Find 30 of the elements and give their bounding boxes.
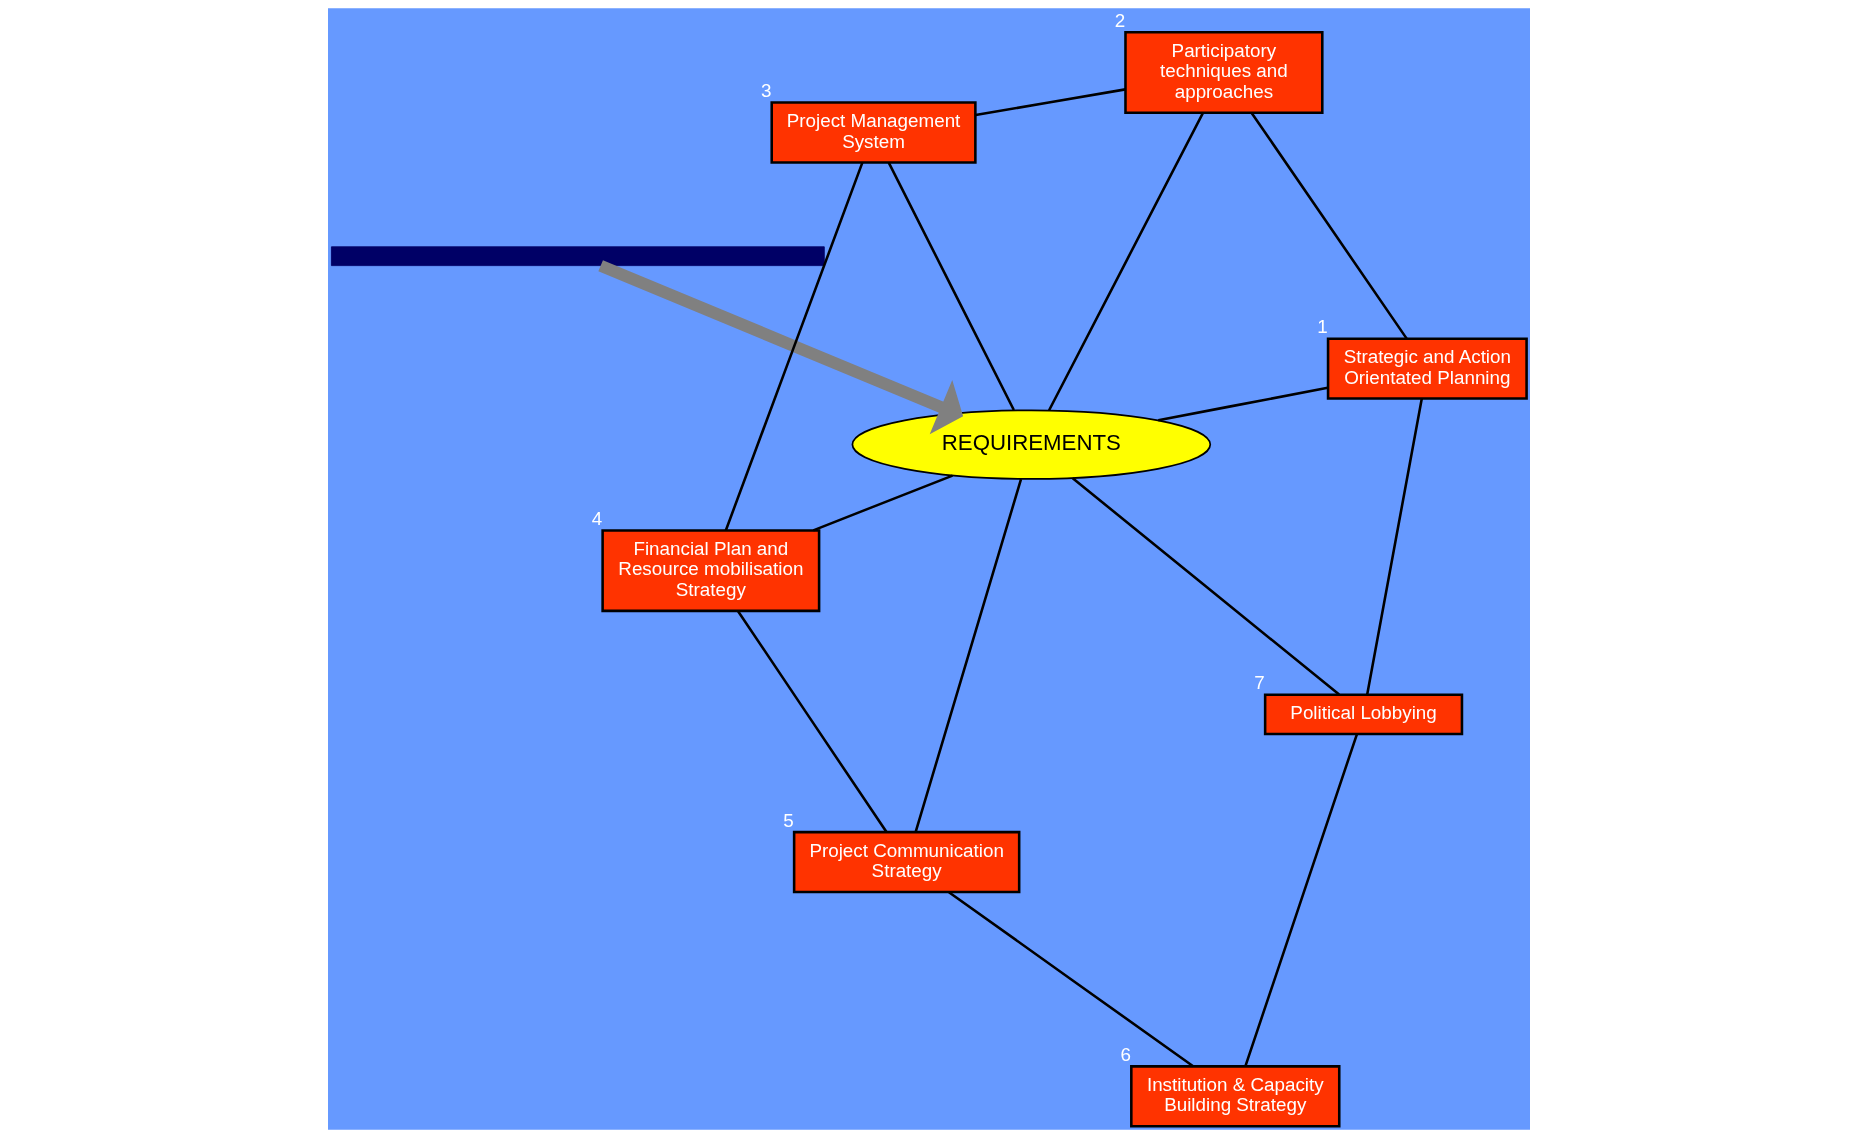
node-ellipse: REQUIREMENTS [851,409,1212,480]
connector [1071,477,1340,696]
connector [724,162,864,531]
connector [914,478,1023,833]
node-label: 4 [591,507,603,529]
node-bar [331,246,825,267]
node-box: Political Lobbying [1263,693,1464,736]
node-label: 1 [1317,316,1328,338]
arrow [598,260,964,435]
node-label: 5 [783,809,794,831]
connector [887,162,1015,411]
node-box: Institution & Capacity Building Strategy [1130,1065,1341,1128]
connector [1365,398,1424,695]
node-box: Participatory techniques and approaches [1124,31,1324,114]
node-label: 2 [1114,9,1126,31]
connector [948,891,1194,1068]
connector [1158,386,1328,422]
node-box: Project Communication Strategy [792,830,1021,894]
node-label: 3 [760,80,772,102]
node-box: Financial Plan and Resource mobilisation Strategy [601,529,821,613]
node-box: Strategic and Action Orientated Planning [1326,337,1528,400]
node-label: 6 [1120,1043,1131,1065]
connector [1047,112,1205,411]
connector [737,610,888,833]
connector [812,474,953,532]
node-label: 7 [1254,672,1265,694]
node-box: Project Management System [770,101,977,164]
connector [975,88,1126,117]
connector [1244,733,1359,1067]
connector [1250,112,1408,340]
